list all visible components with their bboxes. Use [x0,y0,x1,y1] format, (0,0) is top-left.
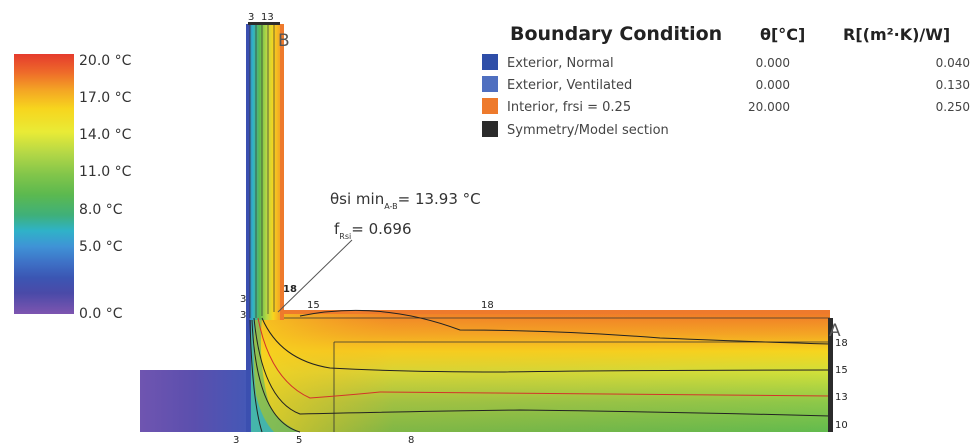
iso-label-corner-3b: 3 [240,310,246,321]
iso-label-corner-18: 18 [283,284,297,295]
isotherm-lines [249,309,831,433]
scale-bar [14,54,74,314]
scale-label-0: 0.0 °C [79,306,123,322]
legend-swatch [482,98,498,114]
theta-si-value: = 13.93 °C [398,190,481,208]
legend-row-name: Exterior, Normal [507,56,614,71]
temperature-scale: 20.0 °C 17.0 °C 14.0 °C 11.0 °C 8.0 °C 5… [14,53,132,322]
iso-label-right-13: 13 [835,392,848,403]
boundary-legend: Boundary Condition θ[°C] R[(m²·K)/W] Ext… [482,23,970,138]
legend-row-exterior-ventilated: Exterior, Ventilated 0.000 0.130 [482,76,970,93]
iso-label-top-3: 3 [248,12,254,23]
scale-label-5: 5.0 °C [79,239,123,255]
legend-swatch [482,121,498,137]
minimum-temperature-annotation: θsi minA-B= 13.93 °C fRsi= 0.696 [277,190,481,313]
legend-row-symmetry: Symmetry/Model section [482,121,669,138]
iso-label-bottom-5: 5 [296,435,302,446]
theta-si-label: θsi min [330,190,384,208]
frsi-subscript: Rsi [339,232,351,241]
iso-label-corner-15: 15 [307,300,320,311]
iso-label-right-15: 15 [835,365,848,376]
frsi-label: f [334,220,340,238]
symmetry-edge [828,318,833,432]
legend-row-theta: 0.000 [756,78,790,92]
iso-label-corner-18b: 18 [481,300,494,311]
iso-label-bottom-8: 8 [408,435,414,446]
legend-row-name: Interior, frsi = 0.25 [507,100,631,115]
legend-swatch [482,54,498,70]
legend-heading: Boundary Condition [510,23,722,45]
iso-label-bottom-3: 3 [233,435,239,446]
iso-label-corner-3a: 3 [240,294,246,305]
legend-row-r: 0.130 [936,78,970,92]
isotherm-labels: 3 13 18 3 3 15 18 18 15 13 10 3 5 8 [233,12,848,446]
leader-line [277,239,353,313]
legend-row-name: Symmetry/Model section [507,123,669,138]
scale-label-14: 14.0 °C [79,127,132,143]
legend-theta-header: θ[°C] [760,25,805,44]
wall [246,22,284,432]
iso-label-right-18: 18 [835,338,848,349]
legend-r-header: R[(m²·K)/W] [843,25,950,44]
scale-label-8: 8.0 °C [79,202,123,218]
legend-row-r: 0.250 [936,100,970,114]
theta-si-subscript: A-B [384,202,397,211]
point-label-b: B [278,31,290,51]
legend-row-interior: Interior, frsi = 0.25 20.000 0.250 [482,98,970,115]
svg-text:θsi minA-B= 13.93 °C: θsi minA-B= 13.93 °C [330,190,481,211]
floor-slab [248,310,830,432]
legend-row-r: 0.040 [936,56,970,70]
iso-label-top-13: 13 [261,12,274,23]
legend-row-name: Exterior, Ventilated [507,78,632,93]
frsi-value: = 0.696 [351,220,411,238]
scale-label-20: 20.0 °C [79,53,132,69]
legend-row-exterior-normal: Exterior, Normal 0.000 0.040 [482,54,970,71]
point-label-a: A [829,321,841,341]
scale-label-11: 11.0 °C [79,164,132,180]
svg-text:fRsi= 0.696: fRsi= 0.696 [334,220,412,241]
scale-label-17: 17.0 °C [79,90,132,106]
legend-row-theta: 20.000 [748,100,790,114]
iso-label-right-10: 10 [835,420,848,431]
legend-row-theta: 0.000 [756,56,790,70]
legend-swatch [482,76,498,92]
foundation-block [140,370,248,432]
